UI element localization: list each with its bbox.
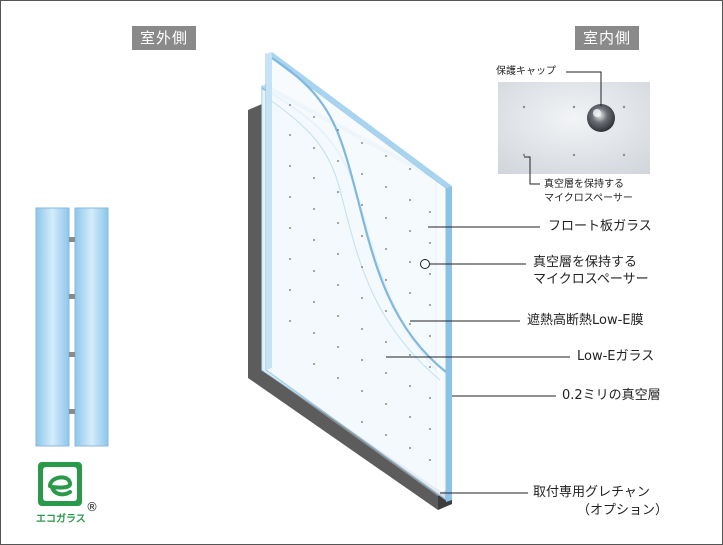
callout-spacer-2: マイクロスペーサー (533, 272, 649, 287)
callout-vacuum-layer: 0.2ミリの真空層 (562, 388, 661, 403)
registered-mark: ® (86, 500, 98, 514)
callout-spacer-1: 真空層を保持する (533, 255, 638, 270)
callout-channel-2: （オプション） (577, 503, 669, 518)
eco-glass-logo-text: エコガラス (36, 514, 86, 525)
callout-channel-1: 取付専用グレチャン (533, 485, 650, 500)
outdoor-side-label: 室外側 (132, 26, 197, 50)
indoor-side-label: 室内側 (575, 26, 640, 50)
micro-spacer-dots (289, 104, 431, 461)
callout-lowe-glass: Low-Eガラス (577, 349, 655, 364)
inset-spacer-label-1: 真空層を保持する (544, 179, 624, 190)
eco-glass-logo-mark (38, 462, 82, 506)
cap-label: 保護キャップ (496, 66, 556, 77)
front-pane (265, 52, 452, 502)
cross-section (35, 207, 109, 447)
callout-float-glass: フロート板ガラス (548, 219, 652, 234)
inset-spacer-label-2: マイクロスペーサー (544, 193, 633, 204)
inset-photo (498, 82, 650, 174)
callout-lowe-film: 遮熱高断熱Low-E膜 (527, 313, 644, 328)
